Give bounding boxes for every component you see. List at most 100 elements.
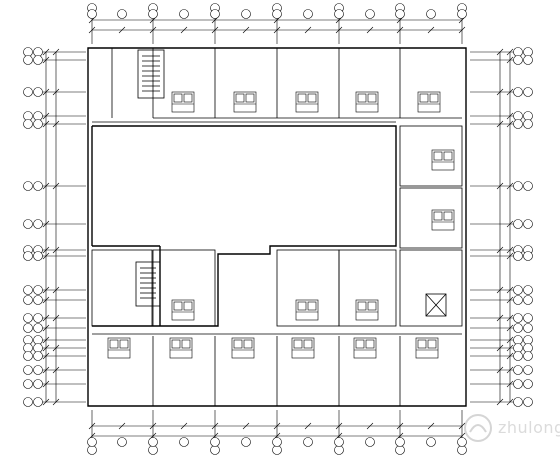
dim-tick <box>506 314 514 322</box>
dim-tick <box>506 112 514 120</box>
grid-bubble <box>23 365 33 375</box>
dim-tick <box>506 336 514 344</box>
grid-bubble <box>523 87 533 97</box>
grid-bubble <box>513 181 523 191</box>
grid-bubble <box>513 219 523 229</box>
grid-bubble <box>523 181 533 191</box>
dim-tick <box>52 314 60 322</box>
grid-bubble <box>33 335 43 345</box>
dim-tick <box>52 366 60 374</box>
grid-bubble <box>23 55 33 65</box>
dim-tick <box>496 88 504 96</box>
grid-bubble <box>33 379 43 389</box>
dim-tick <box>335 26 343 34</box>
grid-bubble <box>33 285 43 295</box>
dim-tick <box>506 182 514 190</box>
grid-bubble <box>272 445 282 455</box>
dim-tick <box>396 422 404 430</box>
bathroom-fixture <box>171 299 195 321</box>
grid-bubble <box>334 9 344 19</box>
grid-bubble <box>23 397 33 407</box>
grid-bubble <box>23 119 33 129</box>
grid-bubble <box>33 313 43 323</box>
bathroom-fixture <box>355 91 379 113</box>
dim-tick <box>42 324 50 332</box>
grid-bubble <box>23 285 33 295</box>
grid-bubble <box>148 9 158 19</box>
dim-tick <box>42 220 50 228</box>
stair-top-left <box>137 49 165 99</box>
dim-tick <box>149 26 157 34</box>
dim-tick <box>506 286 514 294</box>
sink-fixture <box>183 301 193 311</box>
grid-bubble <box>33 351 43 361</box>
bathroom-fixture <box>417 91 441 113</box>
grid-bubble <box>23 313 33 323</box>
dim-tick <box>118 26 126 34</box>
zhulong-logo-icon <box>464 414 492 442</box>
grid-bubble <box>513 87 523 97</box>
dim-tick <box>506 56 514 64</box>
dim-tick <box>506 220 514 228</box>
grid-bubble <box>23 323 33 333</box>
dim-tick <box>496 246 504 254</box>
dim-tick <box>42 88 50 96</box>
grid-bubble <box>23 181 33 191</box>
bathroom-fixture <box>169 337 193 359</box>
dim-tick <box>506 380 514 388</box>
toilet-fixture <box>355 339 365 349</box>
sink-fixture <box>443 151 453 161</box>
dim-tick <box>211 422 219 430</box>
dim-tick <box>304 26 312 34</box>
dim-tick <box>42 48 50 56</box>
grid-bubble <box>513 295 523 305</box>
toilet-fixture <box>433 211 443 221</box>
dim-tick <box>42 182 50 190</box>
dim-tick <box>42 246 50 254</box>
grid-bubble <box>23 343 33 353</box>
grid-bubble <box>513 351 523 361</box>
grid-bubble <box>513 313 523 323</box>
dim-tick <box>42 352 50 360</box>
dim-tick <box>273 26 281 34</box>
grid-bubble <box>148 445 158 455</box>
dim-tick <box>506 120 514 128</box>
sink-fixture <box>243 339 253 349</box>
watermark-text: zhulong.com <box>498 418 560 437</box>
bathroom-fixture <box>431 209 455 231</box>
grid-bubble <box>87 9 97 19</box>
building-walls <box>87 47 467 407</box>
grid-bubble <box>523 351 533 361</box>
bathroom-fixture <box>233 91 257 113</box>
dim-tick <box>506 296 514 304</box>
grid-bubble <box>117 9 127 19</box>
toilet-fixture <box>419 93 429 103</box>
sink-fixture <box>429 93 439 103</box>
dim-tick <box>42 314 50 322</box>
dim-tick <box>496 314 504 322</box>
dim-tick <box>242 26 250 34</box>
grid-bubble <box>241 437 251 447</box>
grid-bubble <box>33 397 43 407</box>
sink-fixture <box>119 339 129 349</box>
grid-bubble <box>87 445 97 455</box>
bathroom-fixture <box>353 337 377 359</box>
dim-tick <box>42 286 50 294</box>
toilet-fixture <box>357 93 367 103</box>
dim-tick <box>458 26 466 34</box>
sink-fixture <box>303 339 313 349</box>
grid-bubble <box>513 379 523 389</box>
dim-tick <box>42 398 50 406</box>
dim-tick <box>52 246 60 254</box>
grid-bubble <box>33 55 43 65</box>
sink-fixture <box>365 339 375 349</box>
toilet-fixture <box>173 93 183 103</box>
dim-tick <box>211 26 219 34</box>
grid-bubble <box>523 397 533 407</box>
grid-bubble <box>210 9 220 19</box>
room-partitions <box>91 48 463 406</box>
dim-tick <box>42 380 50 388</box>
grid-bubble <box>523 219 533 229</box>
dim-tick <box>42 336 50 344</box>
